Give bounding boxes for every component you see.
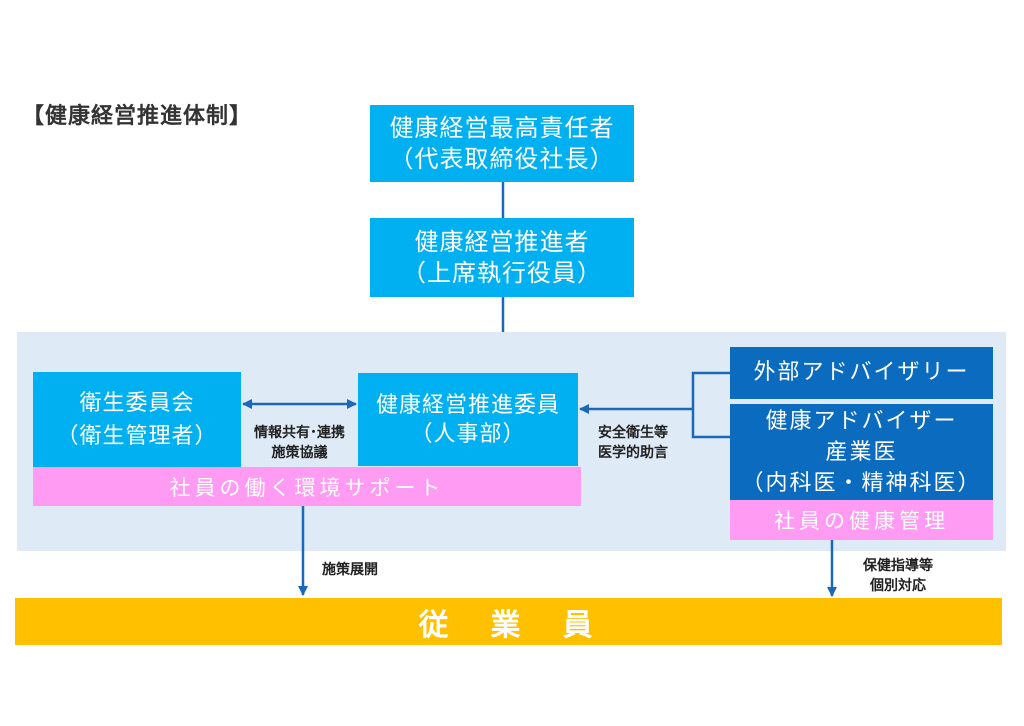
external-advisory-box: 外部アドバイザリー <box>730 347 993 399</box>
medical-advice-label: 安全衛生等 医学的助言 <box>584 423 682 463</box>
medical-advice-label-line2: 医学的助言 <box>598 445 668 461</box>
health-guidance-label-line2: 個別対応 <box>870 578 926 594</box>
promotion-committee-title: 健康経営推進委員 <box>375 392 560 418</box>
page-title: 【健康経営推進体制】 <box>22 104 253 129</box>
policy-deployment-label: 施策展開 <box>322 560 378 580</box>
health-committee-role: （衛生管理者） <box>56 423 218 449</box>
health-advisor-box: 健康アドバイザー 産業医 （内科医・精神科医） <box>730 404 993 500</box>
work-environment-support-text: 社員の働く環境サポート <box>169 475 445 500</box>
external-advisory-text: 外部アドバイザリー <box>753 360 970 385</box>
promoter-role: （上席執行役員） <box>402 258 602 287</box>
industrial-physician-text: 産業医 <box>825 439 898 465</box>
promoter-box: 健康経営推進者 （上席執行役員） <box>370 218 634 297</box>
chief-officer-box: 健康経営最高責任者 （代表取締役社長） <box>370 105 634 182</box>
health-advisor-title: 健康アドバイザー <box>765 408 958 434</box>
promotion-committee-box: 健康経営推進委員 （人事部） <box>358 373 578 466</box>
physician-specialties-text: （内科医・精神科医） <box>741 470 982 496</box>
health-guidance-label-line1: 保健指導等 <box>863 558 933 574</box>
policy-deployment-text: 施策展開 <box>322 562 378 578</box>
info-sharing-label-line2: 施策協議 <box>271 445 328 461</box>
chief-officer-title: 健康経営最高責任者 <box>389 113 615 142</box>
health-guidance-label: 保健指導等 個別対応 <box>852 556 944 596</box>
health-committee-box: 衛生委員会 （衛生管理者） <box>33 372 241 467</box>
health-committee-title: 衛生委員会 <box>79 390 195 416</box>
employees-bar: 従 業 員 <box>15 598 1002 645</box>
info-sharing-label-line1: 情報共有･連携 <box>254 425 345 441</box>
chief-officer-role: （代表取締役社長） <box>389 144 615 173</box>
info-sharing-label: 情報共有･連携 施策協議 <box>241 423 358 463</box>
medical-advice-label-line1: 安全衛生等 <box>598 425 668 441</box>
promotion-committee-dept: （人事部） <box>410 421 526 447</box>
employee-health-care-text: 社員の健康管理 <box>774 509 949 533</box>
promoter-title: 健康経営推進者 <box>414 227 590 256</box>
work-environment-support-banner: 社員の働く環境サポート <box>33 467 581 506</box>
employees-text: 従 業 員 <box>418 607 599 643</box>
employee-health-care-banner: 社員の健康管理 <box>730 500 993 540</box>
